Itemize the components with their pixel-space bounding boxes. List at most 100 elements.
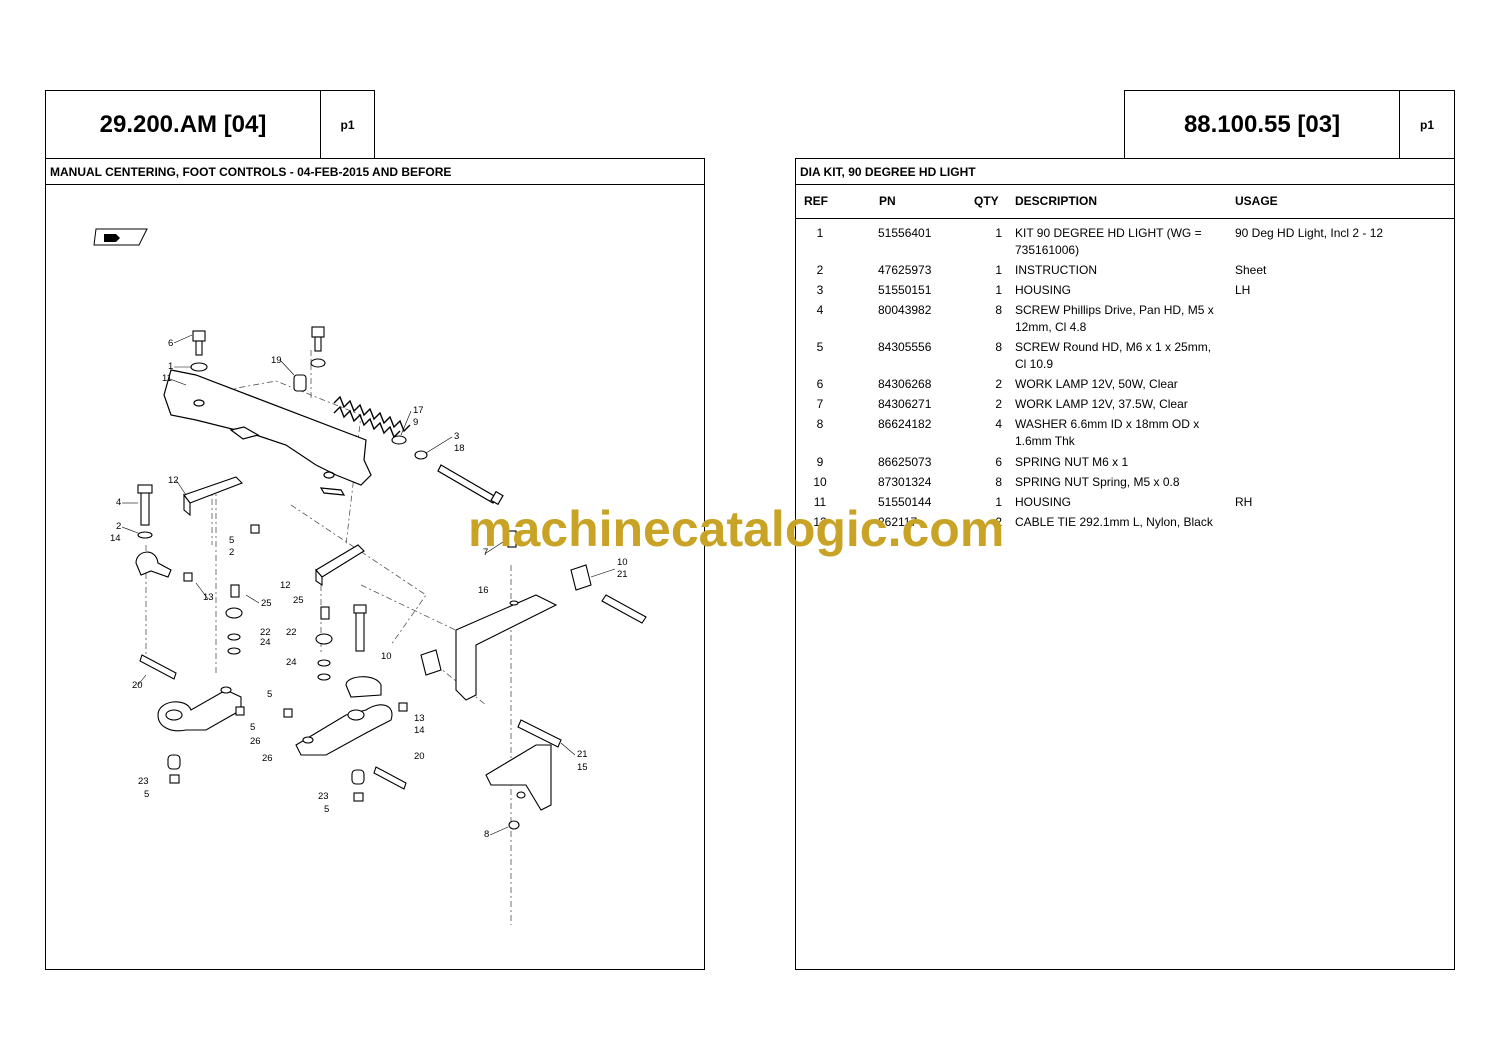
row-ref: 7 [816, 397, 824, 411]
row-ref: 4 [816, 303, 824, 317]
row-ref: 12 [813, 515, 827, 529]
right-section-code: 88.100.55 [03] [1124, 90, 1400, 159]
row-ref: 6 [816, 377, 824, 391]
row-pn: 51550151 [878, 283, 932, 297]
svg-text:3: 3 [454, 431, 459, 442]
row-ref: 3 [816, 283, 824, 297]
row-pn: 47625973 [878, 263, 932, 277]
row-description: WORK LAMP 12V, 50W, Clear [1015, 377, 1178, 391]
svg-text:11: 11 [162, 373, 172, 384]
row-description-cont: 735161006) [1015, 243, 1080, 257]
col-usage: USAGE [1235, 194, 1278, 208]
diagram-panel: 6 1 11 19 17 9 3 18 12 4 2 14 5 2 13 25 … [45, 184, 705, 970]
table-header: REF PN QTY DESCRIPTION USAGE [796, 185, 1454, 219]
exploded-parts-diagram: 6 1 11 19 17 9 3 18 12 4 2 14 5 2 13 25 … [93, 228, 647, 925]
svg-text:19: 19 [271, 355, 282, 366]
row-usage: LH [1235, 283, 1251, 297]
svg-text:13: 13 [203, 592, 214, 603]
row-ref: 9 [816, 455, 824, 469]
svg-text:5: 5 [144, 789, 149, 800]
row-qty: 1 [995, 263, 1002, 277]
row-description: WORK LAMP 12V, 37.5W, Clear [1015, 397, 1188, 411]
row-qty: 1 [995, 495, 1002, 509]
svg-text:5: 5 [229, 535, 234, 546]
row-description: SCREW Phillips Drive, Pan HD, M5 x [1015, 303, 1214, 317]
svg-text:15: 15 [577, 762, 588, 773]
svg-text:20: 20 [414, 751, 425, 762]
svg-text:26: 26 [250, 736, 261, 747]
svg-text:1: 1 [168, 361, 173, 372]
svg-text:26: 26 [262, 753, 273, 764]
svg-text:24: 24 [286, 657, 297, 668]
svg-text:12: 12 [280, 580, 291, 591]
row-description-cont: 1.6mm Thk [1015, 434, 1075, 448]
row-description: HOUSING [1015, 495, 1072, 509]
col-ref: REF [804, 194, 828, 208]
svg-text:25: 25 [293, 595, 304, 606]
svg-text:6: 6 [168, 338, 173, 349]
row-ref: 2 [816, 263, 824, 277]
orientation-symbol-icon [93, 228, 148, 246]
svg-text:23: 23 [138, 776, 149, 787]
svg-text:7: 7 [483, 547, 488, 558]
svg-text:14: 14 [414, 725, 425, 736]
row-qty: 4 [995, 417, 1002, 431]
svg-text:5: 5 [267, 689, 272, 700]
svg-text:4: 4 [116, 497, 121, 508]
right-section-title: DIA KIT, 90 DEGREE HD LIGHT [795, 158, 1455, 185]
row-description: SPRING NUT Spring, M5 x 0.8 [1015, 475, 1180, 489]
row-qty: 8 [995, 303, 1002, 317]
row-description: CABLE TIE 292.1mm L, Nylon, Black [1015, 515, 1213, 529]
svg-text:10: 10 [381, 651, 392, 662]
row-qty: 8 [995, 475, 1002, 489]
row-description-cont: Cl 10.9 [1015, 357, 1054, 371]
row-description: SCREW Round HD, M6 x 1 x 25mm, [1015, 340, 1212, 354]
col-pn: PN [879, 194, 896, 208]
right-page-number: p1 [1399, 90, 1455, 159]
svg-text:20: 20 [132, 680, 143, 691]
svg-text:21: 21 [617, 569, 628, 580]
row-usage: Sheet [1235, 263, 1267, 277]
left-page-number: p1 [320, 90, 375, 159]
row-pn: 87301324 [878, 475, 932, 489]
row-qty: 2 [995, 377, 1002, 391]
svg-text:2: 2 [229, 547, 234, 558]
svg-text:10: 10 [617, 557, 628, 568]
left-section-code: 29.200.AM [04] [45, 90, 321, 159]
row-ref: 8 [816, 417, 824, 431]
svg-text:16: 16 [478, 585, 489, 596]
row-qty: 1 [995, 226, 1002, 240]
svg-text:17: 17 [413, 405, 424, 416]
row-description: KIT 90 DEGREE HD LIGHT (WG = [1015, 226, 1202, 240]
row-description: INSTRUCTION [1015, 263, 1097, 277]
row-description: SPRING NUT M6 x 1 [1015, 455, 1129, 469]
svg-text:18: 18 [454, 443, 465, 454]
svg-text:14: 14 [110, 533, 121, 544]
callout-labels: 6 1 11 19 17 9 3 18 12 4 2 14 5 2 13 25 … [110, 338, 628, 840]
left-section-title: MANUAL CENTERING, FOOT CONTROLS - 04-FEB… [45, 158, 705, 185]
watermark: machinecatalogic.com [468, 501, 1005, 557]
row-ref: 5 [816, 340, 824, 354]
row-description-cont: 12mm, Cl 4.8 [1015, 320, 1087, 334]
svg-text:5: 5 [250, 722, 255, 733]
svg-text:8: 8 [484, 829, 489, 840]
row-pn: 86624182 [878, 417, 932, 431]
row-pn: 80043982 [878, 303, 932, 317]
row-description: WASHER 6.6mm ID x 18mm OD x [1015, 417, 1200, 431]
svg-text:13: 13 [414, 713, 425, 724]
row-qty: 6 [995, 455, 1002, 469]
svg-text:5: 5 [324, 804, 329, 815]
svg-text:2: 2 [116, 521, 121, 532]
svg-text:22: 22 [286, 627, 297, 638]
row-description: HOUSING [1015, 283, 1072, 297]
col-qty: QTY [974, 194, 999, 208]
row-ref: 10 [813, 475, 827, 489]
row-qty: 2 [995, 515, 1002, 529]
row-pn: 51550144 [878, 495, 932, 509]
row-usage: RH [1235, 495, 1253, 509]
row-usage: 90 Deg HD Light, Incl 2 - 12 [1235, 226, 1384, 240]
row-qty: 2 [995, 397, 1002, 411]
svg-text:24: 24 [260, 637, 271, 648]
row-pn: 51556401 [878, 226, 932, 240]
